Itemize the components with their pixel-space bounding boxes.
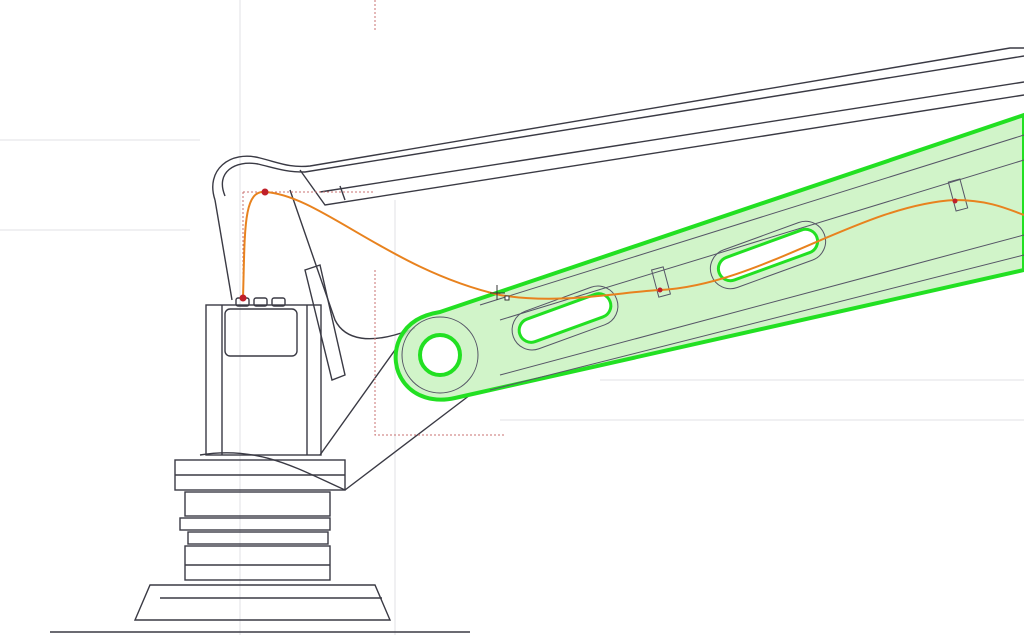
cable-point[interactable] — [239, 294, 247, 302]
cursor-crosshair-icon — [490, 285, 510, 301]
slot-2 — [709, 220, 827, 290]
cable-point[interactable] — [952, 198, 958, 204]
link-arm[interactable] — [214, 189, 411, 381]
selected-forearm[interactable] — [393, 112, 1024, 402]
cable-point[interactable] — [261, 188, 269, 196]
motor-housing[interactable] — [205, 297, 322, 456]
pivot-hole — [418, 333, 462, 377]
upper-arm[interactable] — [212, 47, 1024, 206]
base-pedestal[interactable] — [50, 459, 470, 633]
cable-point[interactable] — [657, 287, 663, 293]
